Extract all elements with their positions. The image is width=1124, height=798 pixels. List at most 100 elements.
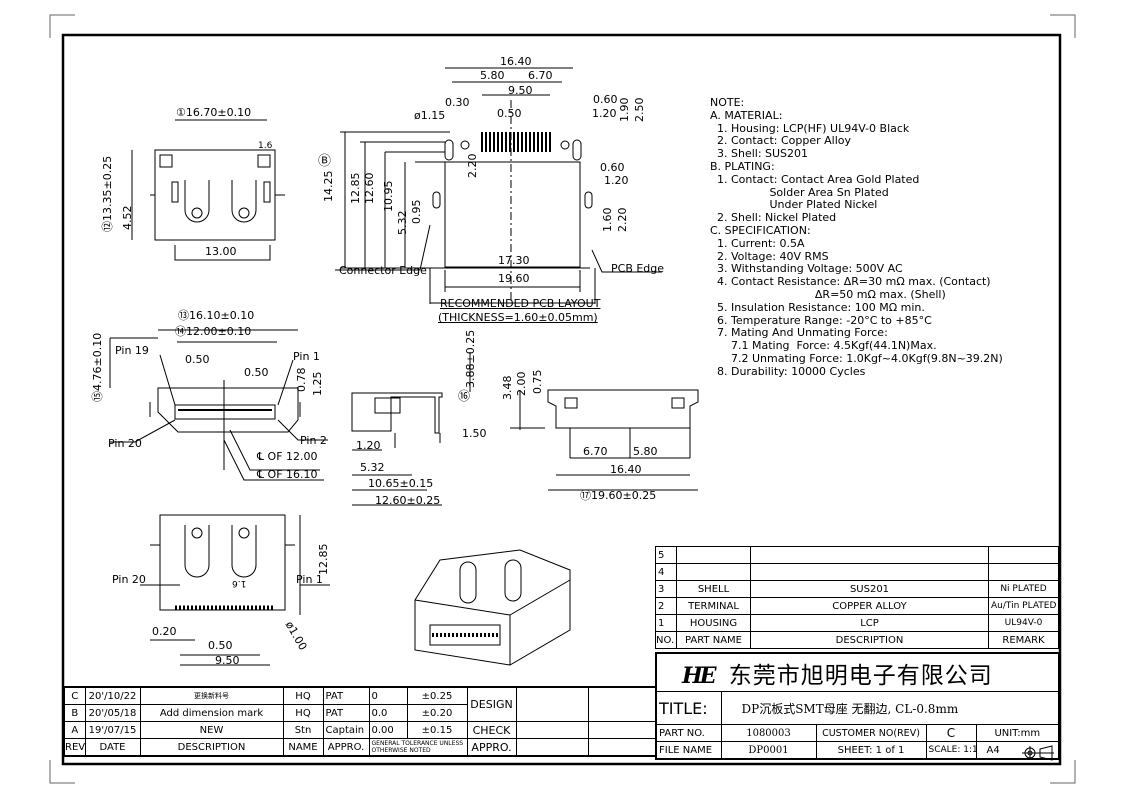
note-line: A. MATERIAL: (710, 108, 783, 122)
bom-cell-part: SHELL (676, 580, 751, 598)
revision-cell-desc: 更换新料号 (139, 686, 284, 705)
dim-label: 10.95 (382, 180, 395, 213)
revision-cell-tol_a: 0.00 (368, 721, 408, 739)
revision-cell-tol_b: ±0.25 (406, 686, 468, 705)
note-line: B. PLATING: (710, 159, 775, 173)
revision-cell-rev: B (63, 704, 86, 722)
dim-label: 5.80 (480, 69, 505, 82)
dim-label: 3.48 (501, 375, 514, 401)
dim-label: 1.20 (592, 107, 617, 120)
header-part-name: PART NAME (676, 631, 751, 649)
notes: NOTE:A. MATERIAL: 1. Housing: LCP(HF) UL… (710, 96, 1003, 379)
note-line: Under Plated Nickel (710, 198, 878, 212)
part-no-label: PART NO. (655, 724, 722, 742)
revision-cell-rev: A (63, 721, 86, 739)
corner-marks (49, 14, 1076, 784)
bom-row: 5 (655, 546, 1059, 564)
approved-label: APPRO. (466, 738, 517, 757)
pcb-layout-view (335, 67, 662, 304)
top-view (131, 119, 285, 261)
bom-cell-part (676, 563, 751, 581)
dim-label: 12.85 (349, 172, 362, 205)
dim-label: 12.60 (363, 172, 376, 205)
check-field (515, 721, 589, 739)
dim-label: 1.25 (311, 371, 324, 397)
note-line: 2. Shell: Nickel Plated (710, 211, 837, 225)
bom-cell-desc: SUS201 (750, 580, 989, 598)
bom-cell-desc (750, 546, 989, 564)
revision-cell-date: 19'/07/15 (84, 721, 141, 739)
side-view (351, 352, 471, 506)
bom-cell-no: 2 (655, 597, 677, 615)
dim-label: ①16.70±0.10 (176, 106, 252, 119)
bom-cell-no: 3 (655, 580, 677, 598)
dim-label: 19.60 (498, 272, 530, 285)
dim-label: 4.52 (121, 205, 134, 231)
dim-label: 1.90 (618, 97, 631, 123)
bom-cell-no: 4 (655, 563, 677, 581)
revision-cell-desc: NEW (139, 721, 284, 739)
revision-cell-tol_b: ±0.15 (406, 721, 468, 739)
dim-label: 14.25 (322, 170, 335, 203)
revision-cell-date: 20'/10/22 (84, 686, 141, 705)
design-label: DESIGN (466, 686, 517, 722)
bom-cell-no: 5 (655, 546, 677, 564)
datum-b-label: Ⓑ (318, 154, 332, 169)
header-description: DESCRIPTION (750, 631, 989, 649)
file-name: DP0001 (720, 741, 817, 760)
dim-label: 0.50 (497, 107, 522, 120)
dim-label: 0.78 (295, 367, 308, 393)
dim-label: 1.6 (232, 578, 247, 588)
note-line: 5. Insulation Resistance: 100 MΩ min. (710, 300, 925, 314)
bom-cell-part: HOUSING (676, 614, 751, 632)
bom-cell-desc (750, 563, 989, 581)
dim-label: 13.00 (205, 245, 237, 258)
general-tolerance: GENERAL TOLERANCE UNLESS OTHERWISE NOTED (368, 738, 468, 757)
dim-label: 0.50 (244, 366, 269, 379)
note-line: 4. Contact Resistance: ΔR=30 mΩ max. (Co… (710, 275, 991, 289)
note-line: 3. Withstanding Voltage: 500V AC (710, 262, 903, 276)
bom-cell-remark (988, 563, 1059, 581)
revision-cell-appro: Captain (322, 721, 370, 739)
title-label: TITLE: (655, 691, 722, 725)
company-logo: HE (682, 662, 717, 689)
sheet: SHEET: 1 of 1 (815, 741, 927, 760)
note-line: Solder Area Sn Plated (710, 185, 889, 199)
design-field (587, 686, 657, 722)
revision-cell-date: 20'/05/18 (84, 704, 141, 722)
note-line: 7.2 Unmating Force: 1.0Kgf~4.0Kgf(9.8N~3… (710, 351, 1003, 365)
pin-label: Pin 1 (293, 350, 320, 363)
header-description: DESCRIPTION (139, 738, 284, 757)
bottom-view (140, 514, 330, 666)
dim-label: 3.88±0.25 (464, 329, 477, 388)
bom-cell-remark: UL94V-0 (988, 614, 1059, 632)
bom-cell-remark: Ni PLATED (988, 580, 1059, 598)
dim-label: 0.50 (208, 639, 233, 652)
file-name-label: FILE NAME (655, 741, 722, 760)
dim-label: 0.50 (185, 353, 210, 366)
bom-cell-no: 1 (655, 614, 677, 632)
datum-label: ⑯ (458, 389, 471, 403)
dim-label: ⑭12.00±0.10 (175, 325, 252, 338)
note-line: 8. Durability: 10000 Cycles (710, 364, 866, 378)
approved-date (587, 738, 657, 757)
revision-cell-desc: Add dimension mark (139, 704, 284, 722)
bom-cell-part: TERMINAL (676, 597, 751, 615)
customer-rev: C (925, 724, 977, 742)
dim-label: 1.50 (462, 427, 487, 440)
header-remark: REMARK (988, 631, 1059, 649)
note-line: NOTE: (710, 96, 745, 109)
dim-label: 17.30 (498, 254, 530, 267)
revision-cell-tol_b: ±0.20 (406, 704, 468, 722)
revision-cell-appro: PAT (322, 686, 370, 705)
header-rev: REV (63, 738, 86, 757)
bom-cell-desc: LCP (750, 614, 989, 632)
dim-label: 0.60 (600, 161, 625, 174)
bom-cell-remark: Au/Tin PLATED (988, 597, 1059, 615)
header-name: NAME (282, 738, 324, 757)
dim-label: 16.40 (500, 55, 532, 68)
revision-cell-rev: C (63, 686, 86, 705)
dim-label: 0.20 (152, 625, 177, 638)
